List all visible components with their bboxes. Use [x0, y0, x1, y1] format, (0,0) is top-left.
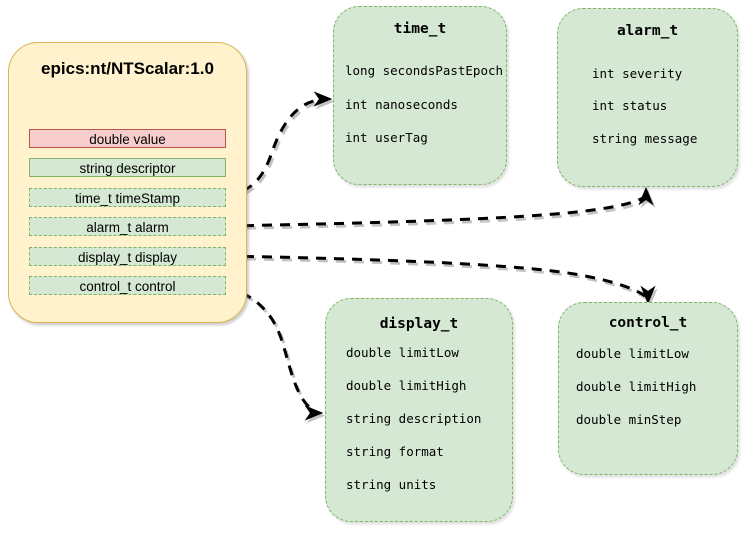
control-t-title: control_t	[608, 315, 688, 331]
control-t-field: double limitHigh	[576, 379, 697, 394]
ntscalar-node: epics:nt/NTScalar:1.0 double value strin…	[8, 42, 247, 323]
control-t-field: double limitLow	[576, 346, 689, 361]
display-t-title: display_t	[379, 316, 459, 332]
arrowhead-display-t	[304, 405, 324, 421]
display-t-field: string description	[346, 411, 482, 426]
display-t-field: string units	[346, 477, 437, 492]
field-display: display_t display	[29, 247, 226, 266]
display-t-field: double limitHigh	[346, 378, 467, 393]
display-t-field: string format	[346, 444, 444, 459]
field-descriptor: string descriptor	[29, 158, 226, 177]
field-value: double value	[29, 129, 226, 148]
arrowhead-time-t	[313, 91, 333, 107]
alarm-t-field: string message	[592, 131, 698, 146]
alarm-t-title: alarm_t	[616, 23, 679, 39]
ntscalar-title: epics:nt/NTScalar:1.0	[41, 59, 214, 78]
time-t-field: int userTag	[345, 130, 428, 145]
arrow-alarm-to-alarm-t	[225, 195, 645, 228]
control-t-field: double minStep	[576, 412, 682, 427]
arrowhead-control-t	[640, 285, 656, 305]
field-alarm: alarm_t alarm	[29, 217, 226, 236]
field-control: control_t control	[29, 276, 226, 295]
time-t-field: long secondsPastEpoch	[345, 63, 504, 78]
alarm-t-field: int status	[592, 98, 668, 113]
time-t-title: time_t	[393, 21, 447, 37]
display-t-node: display_t double limitLow double limitHi…	[325, 298, 513, 522]
control-t-node: control_t double limitLow double limitHi…	[558, 302, 738, 475]
time-t-node: time_t long secondsPastEpoch int nanosec…	[333, 6, 507, 185]
arrow-display-to-control-t	[225, 254, 646, 298]
alarm-t-field: int severity	[592, 66, 683, 81]
arrowhead-alarm-t	[638, 186, 654, 206]
field-timestamp: time_t timeStamp	[29, 188, 226, 207]
alarm-t-node: alarm_t int severity int status string m…	[557, 8, 738, 187]
time-t-field: int nanoseconds	[345, 97, 458, 112]
display-t-field: double limitLow	[346, 345, 459, 360]
